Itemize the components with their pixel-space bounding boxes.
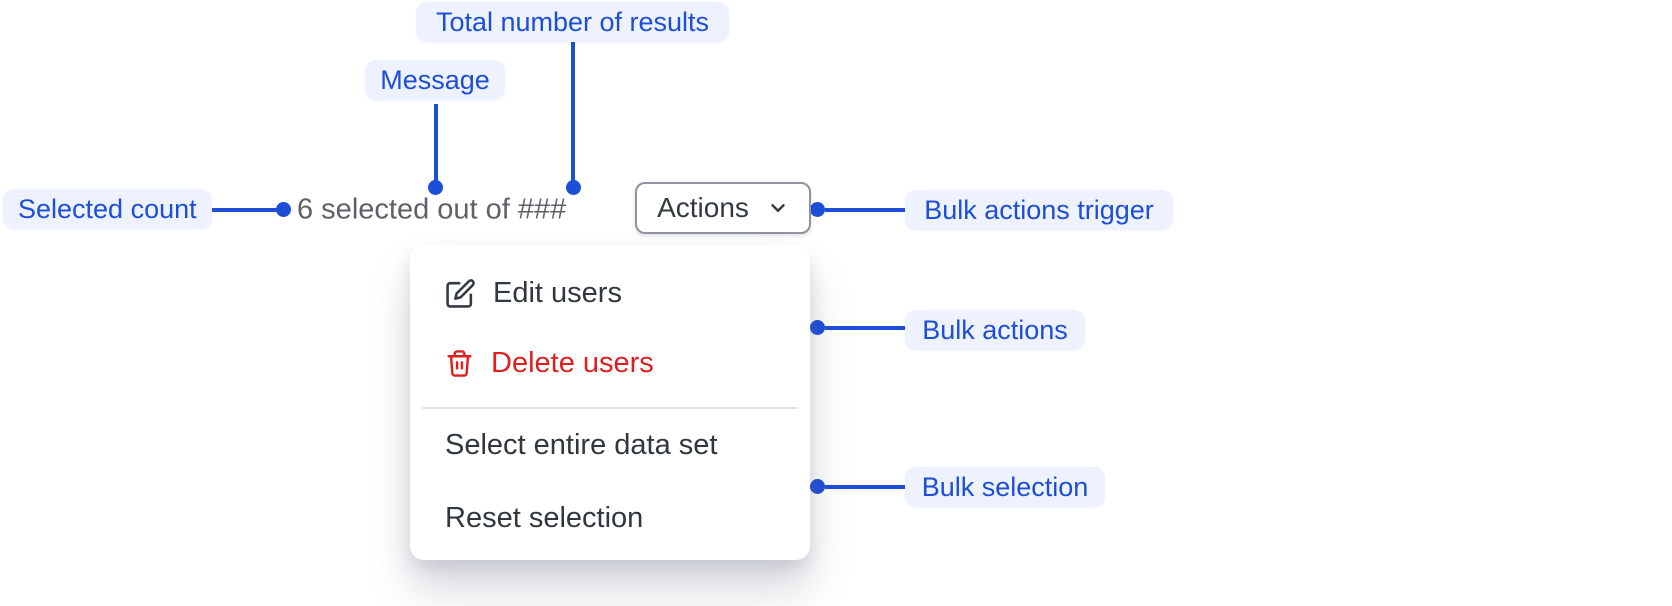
menu-item-delete-users[interactable]: Delete users [445, 343, 790, 383]
menu-divider [422, 407, 798, 409]
menu-item-label: Delete users [491, 346, 654, 379]
connector-line-bulk-actions-trigger [825, 208, 905, 212]
bulk-actions-trigger-button[interactable]: Actions [635, 182, 811, 234]
connector-line-bulk-selection [825, 485, 905, 489]
menu-item-select-entire-data-set[interactable]: Select entire data set [445, 425, 790, 465]
menu-item-reset-selection[interactable]: Reset selection [445, 498, 790, 538]
connector-dot-message [428, 180, 443, 195]
chevron-down-icon [767, 197, 789, 219]
connector-dot-bulk-selection [810, 479, 825, 494]
connector-line-total-results [571, 42, 575, 183]
edit-icon [445, 278, 476, 309]
menu-item-label: Select entire data set [445, 428, 718, 461]
annotation-label-total-results: Total number of results [416, 2, 729, 42]
connector-dot-total-results [566, 180, 581, 195]
connector-line-bulk-actions [825, 326, 905, 330]
trash-icon [445, 348, 474, 379]
selected-count-message: 6 selected out of ### [297, 193, 567, 226]
annotation-label-bulk-selection: Bulk selection [905, 467, 1105, 507]
connector-line-selected-count [206, 208, 277, 212]
annotation-label-message: Message [365, 60, 505, 100]
menu-item-label: Edit users [493, 276, 622, 309]
annotation-label-selected-count: Selected count [3, 189, 212, 229]
connector-line-message [434, 104, 438, 183]
connector-dot-bulk-actions-trigger [810, 202, 825, 217]
menu-item-label: Reset selection [445, 501, 644, 534]
annotation-label-bulk-actions: Bulk actions [905, 310, 1085, 350]
actions-button-label: Actions [657, 192, 749, 223]
connector-dot-bulk-actions [810, 320, 825, 335]
bulk-actions-menu: Edit users Delete users Select entire da… [410, 245, 810, 560]
connector-dot-selected-count [276, 202, 291, 217]
annotation-label-bulk-actions-trigger: Bulk actions trigger [905, 190, 1173, 230]
menu-item-edit-users[interactable]: Edit users [445, 273, 790, 313]
